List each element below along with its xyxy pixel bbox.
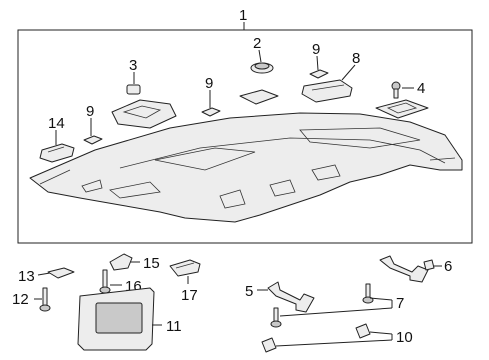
part-3-cap: [126, 84, 141, 95]
callout-3: 3: [129, 57, 137, 74]
leader-line-7-upper: [369, 297, 393, 301]
part-11-sun-visor: [77, 287, 155, 351]
callout-5: 5: [245, 283, 253, 300]
callout-1: 1: [239, 7, 247, 24]
callout-11: 11: [166, 318, 182, 335]
callout-17: 17: [181, 287, 198, 304]
part-14-lamp: [39, 143, 75, 163]
part-2-grommet: [250, 62, 274, 74]
callout-13: 13: [18, 268, 35, 285]
part-9-clip-middle: [201, 107, 221, 117]
plate-right: [375, 99, 429, 119]
leader-line-8: [341, 64, 356, 81]
callout-9-lower: 9: [86, 103, 94, 120]
part-17-lamp: [169, 259, 201, 277]
callout-2: 2: [253, 35, 261, 52]
leader-line-10-lower: [275, 339, 393, 347]
part-16-screw: [99, 269, 111, 294]
callout-14: 14: [48, 115, 65, 132]
part-5-grab-handle: [267, 281, 315, 313]
callout-6: 6: [444, 258, 452, 275]
headliner-group-frame: [17, 29, 473, 244]
leader-line-13: [37, 272, 51, 276]
plate-center: [239, 89, 279, 105]
callout-4: 4: [417, 80, 425, 97]
leader-line-7-lower: [279, 307, 393, 317]
part-7-screw-lower: [270, 307, 282, 328]
callout-9-upper: 9: [312, 41, 320, 58]
part-13-clip: [47, 267, 75, 279]
part-12-screw: [39, 287, 51, 312]
part-6-grab-handle: [379, 255, 435, 283]
callout-9-middle: 9: [205, 75, 213, 92]
callout-15: 15: [143, 255, 160, 272]
callout-7: 7: [396, 295, 404, 312]
part-7-screw-upper: [362, 283, 374, 304]
callout-10: 10: [396, 329, 413, 346]
dome-lamp: [111, 99, 177, 129]
part-10-cap-lower: [261, 337, 277, 353]
part-10-cap-upper: [355, 323, 371, 339]
part-9-clip-lower: [83, 135, 103, 145]
leader-line-9-upper: [316, 55, 319, 71]
headliner: [29, 112, 463, 223]
part-15-mount: [109, 253, 133, 271]
part-8-bracket: [301, 79, 353, 103]
callout-12: 12: [12, 291, 29, 308]
leader-line-10-upper: [369, 331, 393, 335]
part-9-clip-upper: [309, 69, 329, 79]
callout-8: 8: [352, 50, 360, 67]
part-4-fastener: [391, 81, 401, 99]
leader-line-2: [258, 49, 262, 63]
